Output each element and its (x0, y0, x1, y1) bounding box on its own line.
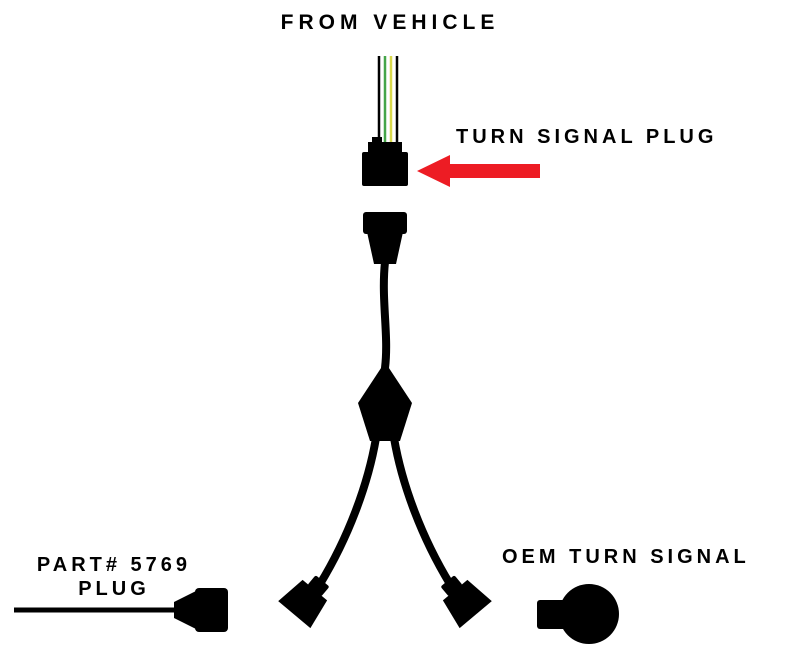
part-5769-plug (14, 588, 228, 632)
turn-signal-plug-body (362, 152, 408, 186)
label-turn-signal-plug: TURN SIGNAL PLUG (456, 126, 717, 148)
right-branch-connector-body (442, 579, 492, 629)
red-arrow-icon (417, 155, 540, 187)
part-5769-plug-taper (174, 591, 196, 629)
right-branch-connector-neck (441, 575, 462, 596)
right-branch-connector (441, 575, 492, 629)
left-branch-cable (316, 434, 380, 588)
left-branch-connector-neck (308, 575, 329, 596)
left-branch-connector (278, 575, 329, 629)
label-from-vehicle: FROM VEHICLE (281, 11, 500, 34)
turn-signal-plug-latch (372, 137, 382, 145)
harness-male-connector-taper (367, 232, 403, 264)
turn-signal-plug-top (368, 142, 402, 155)
part-5769-plug-body (195, 588, 228, 632)
oem-turn-signal-socket (559, 584, 619, 644)
right-branch-cable (390, 434, 454, 588)
harness-male-connector-top (363, 212, 407, 234)
label-part-5769: PART# 5769 (37, 554, 191, 576)
label-oem-turn-signal: OEM TURN SIGNAL (502, 546, 750, 568)
harness-male-connector (363, 212, 407, 264)
left-branch-connector-body (278, 579, 328, 629)
turn-signal-plug-connector (362, 137, 408, 186)
oem-turn-signal-connector (537, 584, 619, 644)
label-part-5769-plug: PLUG (78, 578, 150, 600)
y-splitter (358, 362, 412, 441)
harness-main-cable (379, 258, 391, 372)
vehicle-wire-bundle (377, 56, 399, 150)
